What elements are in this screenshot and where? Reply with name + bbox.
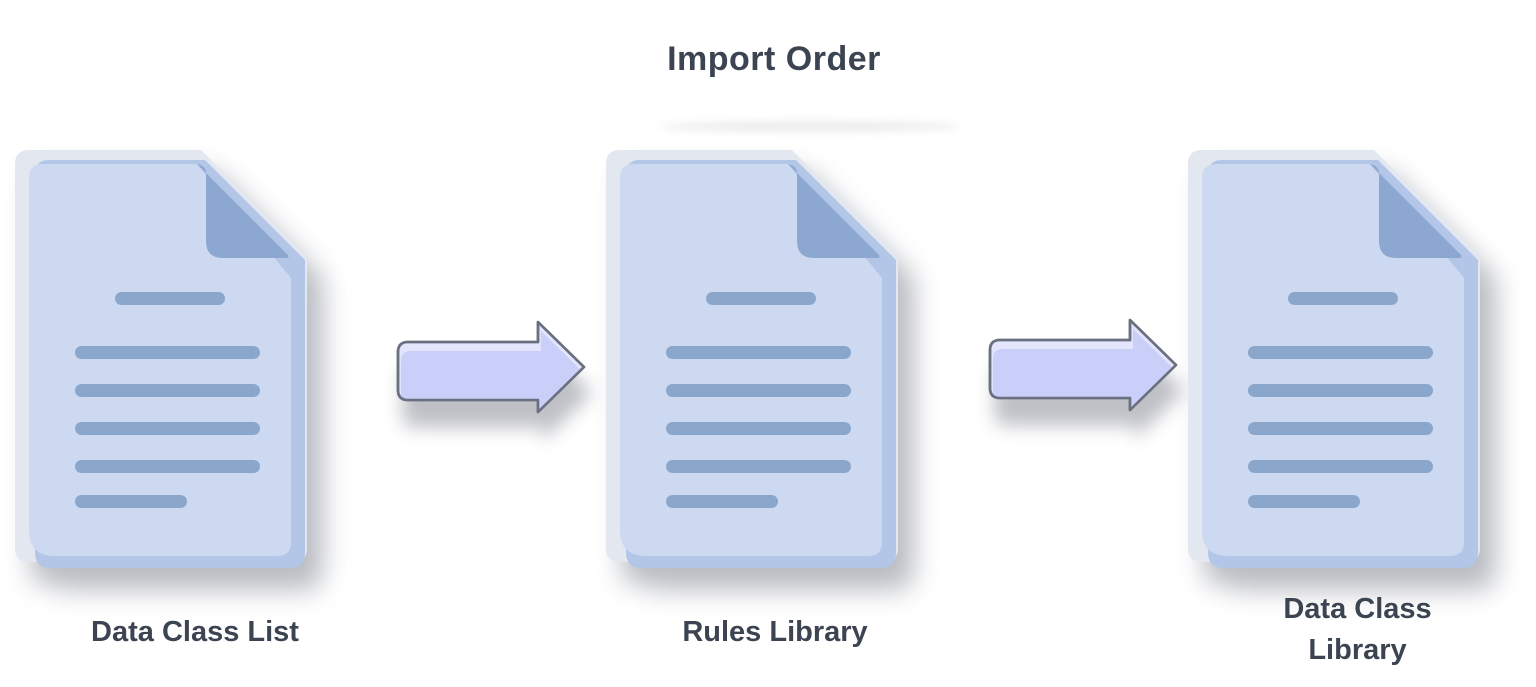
node-label-data-class-library: Data Class Library — [1283, 593, 1432, 667]
page-text-lines — [1248, 292, 1433, 508]
shadow-smudge — [660, 121, 960, 132]
document-icon-data-class-list — [15, 150, 307, 568]
arrow-face — [993, 329, 1176, 410]
page-body — [1202, 164, 1464, 556]
page-fold-corner — [197, 164, 289, 258]
page-text-lines — [75, 292, 260, 508]
page-fold-corner — [788, 164, 880, 258]
page-body — [29, 164, 291, 556]
document-icon-data-class-library — [1188, 150, 1480, 568]
page-body — [620, 164, 882, 556]
document-icon-rules-library — [606, 150, 898, 568]
arrow-face — [401, 331, 584, 412]
diagram-title: Import Order — [667, 40, 881, 78]
node-label-rules-library: Rules Library — [682, 616, 868, 648]
node-label-data-class-list: Data Class List — [91, 616, 299, 648]
page-fold-corner — [1370, 164, 1462, 258]
page-text-lines — [666, 292, 851, 508]
right-arrow-icon — [396, 320, 586, 414]
right-arrow-icon — [988, 318, 1178, 412]
